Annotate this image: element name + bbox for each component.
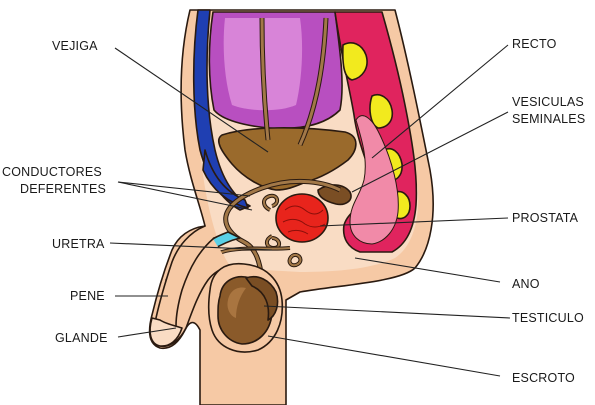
- label-recto: RECTO: [512, 37, 557, 51]
- blue-wall-lower: [202, 149, 249, 209]
- testis-highlight: [227, 287, 246, 318]
- leader-vesiculas: [351, 111, 509, 193]
- leader-uretra: [109, 242, 273, 251]
- sacrum-yellow-2: [369, 94, 394, 129]
- penis-contour: [175, 237, 215, 327]
- label-testiculo: TESTICULO: [512, 311, 584, 325]
- vas-deferens-left-inner: [260, 17, 270, 141]
- label-glande: GLANDE: [55, 331, 108, 345]
- label-conductores-line2: DEFERENTES: [20, 182, 106, 196]
- label-vejiga: VEJIGA: [52, 39, 98, 53]
- prostate-texture: [282, 205, 326, 235]
- label-escroto: ESCROTO: [512, 371, 575, 385]
- label-prostata: PROSTATA: [512, 211, 579, 225]
- label-vesiculas-line1: VESICULAS: [512, 95, 584, 109]
- leader-glande: [117, 327, 177, 338]
- leader-conductores-a: [117, 181, 251, 197]
- label-uretra: URETRA: [52, 237, 105, 251]
- epididymis: [245, 276, 279, 321]
- leader-escroto: [267, 335, 501, 377]
- vas-deferens-right-inner: [298, 17, 328, 146]
- label-ano: ANO: [512, 277, 540, 291]
- label-vesiculas-line2: SEMINALES: [512, 112, 585, 126]
- prostate: [275, 193, 329, 243]
- leader-vejiga: [114, 47, 269, 153]
- glans: [149, 317, 183, 347]
- sacrum-yellow-1: [342, 42, 368, 81]
- rectum-inner: [349, 115, 399, 245]
- leader-prostata: [319, 217, 509, 227]
- leader-conductores-b: [117, 181, 253, 211]
- label-conductores-line1: CONDUCTORES: [2, 165, 102, 179]
- leader-ano: [354, 257, 501, 283]
- leader-recto: [371, 44, 509, 159]
- seminal-vesicle: [317, 184, 352, 206]
- label-pene: PENE: [70, 289, 105, 303]
- leader-testiculo: [263, 305, 511, 319]
